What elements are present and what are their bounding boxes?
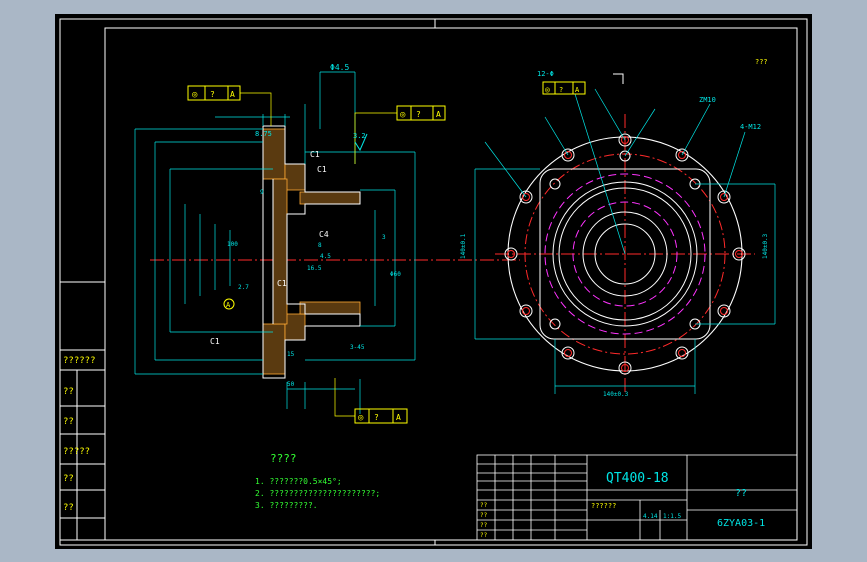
part-name-field: ?? bbox=[735, 488, 747, 499]
title-block bbox=[476, 454, 798, 541]
inner-frame bbox=[104, 27, 798, 541]
material-field: QT400-18 bbox=[606, 471, 669, 486]
svg-text:100: 100 bbox=[227, 241, 238, 248]
strip-label-2: ?? bbox=[63, 387, 74, 397]
svg-text:2.7: 2.7 bbox=[238, 284, 249, 291]
note-line-2: 2. ??????????????????????; bbox=[255, 489, 380, 498]
bore-mid bbox=[558, 187, 692, 321]
svg-text:?: ? bbox=[416, 110, 421, 119]
svg-text:◎: ◎ bbox=[358, 413, 364, 423]
svg-text:3-45: 3-45 bbox=[350, 344, 365, 351]
strip-label-1: ?????? bbox=[63, 356, 96, 366]
thread-callout: ZM10 bbox=[699, 96, 716, 104]
strip-label-4: ????? bbox=[63, 447, 90, 457]
svg-text:A: A bbox=[436, 110, 441, 119]
flange-hatch bbox=[262, 128, 361, 375]
bore-outer bbox=[552, 181, 698, 327]
svg-text:9: 9 bbox=[260, 189, 264, 196]
section-dimensions bbox=[134, 71, 416, 414]
technical-notes: ???? 1. ???????0.5×45°; 2. ?????????????… bbox=[255, 452, 380, 510]
svg-text:?: ? bbox=[559, 86, 563, 94]
svg-text:140±0.3: 140±0.3 bbox=[762, 233, 769, 259]
svg-text:?: ? bbox=[374, 413, 379, 422]
chamfer-c1-top: C1 bbox=[310, 150, 320, 159]
drawing-number-field: 6ZYA03-1 bbox=[717, 518, 765, 529]
svg-text:◎: ◎ bbox=[192, 90, 198, 100]
front-dim-texts: 12-Φ ZM10 4-M12 140±0.1 140±0.3 140±0.3 bbox=[460, 70, 769, 398]
stage-label: ?????? bbox=[591, 502, 616, 510]
svg-text:8.75: 8.75 bbox=[255, 130, 272, 138]
svg-text:◎: ◎ bbox=[545, 85, 550, 94]
cad-canvas: ?????? ?? ?? ????? ?? ?? ??? bbox=[59, 18, 808, 546]
chamfer-c1-low: C1 bbox=[277, 279, 287, 288]
svg-text:3.2: 3.2 bbox=[353, 132, 366, 140]
row-label-1: ?? bbox=[480, 502, 488, 509]
svg-text:4.5: 4.5 bbox=[320, 253, 331, 260]
svg-text:◎: ◎ bbox=[400, 110, 406, 120]
svg-text:50: 50 bbox=[287, 381, 295, 388]
hidden-circle-inner bbox=[572, 201, 678, 307]
section-outline bbox=[262, 125, 361, 379]
hidden-circle-outer bbox=[544, 173, 706, 335]
tolerance-frame-top: ◎ ? A bbox=[187, 85, 241, 101]
top-dim-text: Φ4.5 bbox=[330, 63, 349, 72]
tolerance-frame-bottom: ◎ ? A bbox=[354, 408, 408, 424]
chamfer-callouts: C1 C1 C4 C1 C1 bbox=[210, 150, 329, 346]
roughness-symbol: 3.2 bbox=[353, 132, 368, 152]
svg-text:?: ? bbox=[210, 90, 215, 99]
section-dim-texts: Φ4.5 9 100 8 3 2.7 15 50 3-45 8.75 4.5 1… bbox=[227, 63, 401, 388]
front-view: 12-Φ ZM10 4-M12 140±0.1 140±0.3 140±0.3 … bbox=[460, 70, 776, 398]
bore-core bbox=[594, 223, 656, 285]
svg-text:15: 15 bbox=[287, 351, 295, 358]
svg-text:A: A bbox=[575, 86, 580, 94]
strip-label-6: ?? bbox=[63, 503, 74, 513]
tolerance-frame-right: ◎ ? A bbox=[396, 105, 446, 121]
outer-frame bbox=[59, 18, 808, 546]
svg-text:3: 3 bbox=[382, 234, 386, 241]
svg-text:A: A bbox=[230, 90, 235, 99]
note-line-1: 1. ???????0.5×45°; bbox=[255, 477, 342, 486]
drawing-sheet: ?????? ?? ?? ????? ?? ?? ??? bbox=[55, 14, 812, 549]
front-tolerance-frame: ◎ ? A bbox=[542, 81, 586, 95]
square-body bbox=[539, 168, 711, 340]
left-strip: ?????? ?? ?? ????? ?? ?? bbox=[59, 281, 106, 541]
title-block-text: QT400-18 ?? 6ZYA03-1 ?????? 4.14 1:1.5 ?… bbox=[480, 471, 765, 539]
holes-callout: 12-Φ bbox=[537, 70, 554, 78]
chamfer-c4: C4 bbox=[319, 230, 329, 239]
weight-field: 4.14 bbox=[643, 513, 658, 520]
row-label-3: ?? bbox=[480, 522, 488, 529]
chamfer-c1-mid: C1 bbox=[317, 165, 327, 174]
corner-note: ??? bbox=[755, 58, 768, 66]
svg-text:Φ60: Φ60 bbox=[390, 271, 401, 278]
notes-heading: ???? bbox=[270, 452, 297, 465]
datum-marker bbox=[223, 298, 235, 310]
note-line-3: 3. ?????????. bbox=[255, 501, 318, 510]
strip-label-3: ?? bbox=[63, 417, 74, 427]
bolt-circle bbox=[524, 153, 726, 355]
svg-text:16.5: 16.5 bbox=[307, 265, 322, 272]
view-arrow bbox=[613, 73, 624, 84]
chamfer-c1-bottom: C1 bbox=[210, 337, 220, 346]
front-leaders bbox=[474, 88, 776, 394]
svg-text:140±0.3: 140±0.3 bbox=[603, 391, 629, 398]
strip-label-5: ?? bbox=[63, 474, 74, 484]
four-holes-callout: 4-M12 bbox=[740, 123, 761, 131]
bore-inner bbox=[582, 211, 668, 297]
scale-field: 1:1.5 bbox=[663, 513, 681, 520]
svg-text:140±0.1: 140±0.1 bbox=[460, 233, 467, 259]
svg-text:A: A bbox=[396, 413, 401, 422]
section-view: Φ4.5 9 100 8 3 2.7 15 50 3-45 8.75 4.5 1… bbox=[134, 63, 520, 424]
bolt-holes bbox=[504, 133, 746, 375]
svg-text:8: 8 bbox=[318, 242, 322, 249]
row-label-2: ?? bbox=[480, 512, 488, 519]
row-label-4: ?? bbox=[480, 532, 488, 539]
datum-marker-letter: A bbox=[226, 301, 231, 309]
